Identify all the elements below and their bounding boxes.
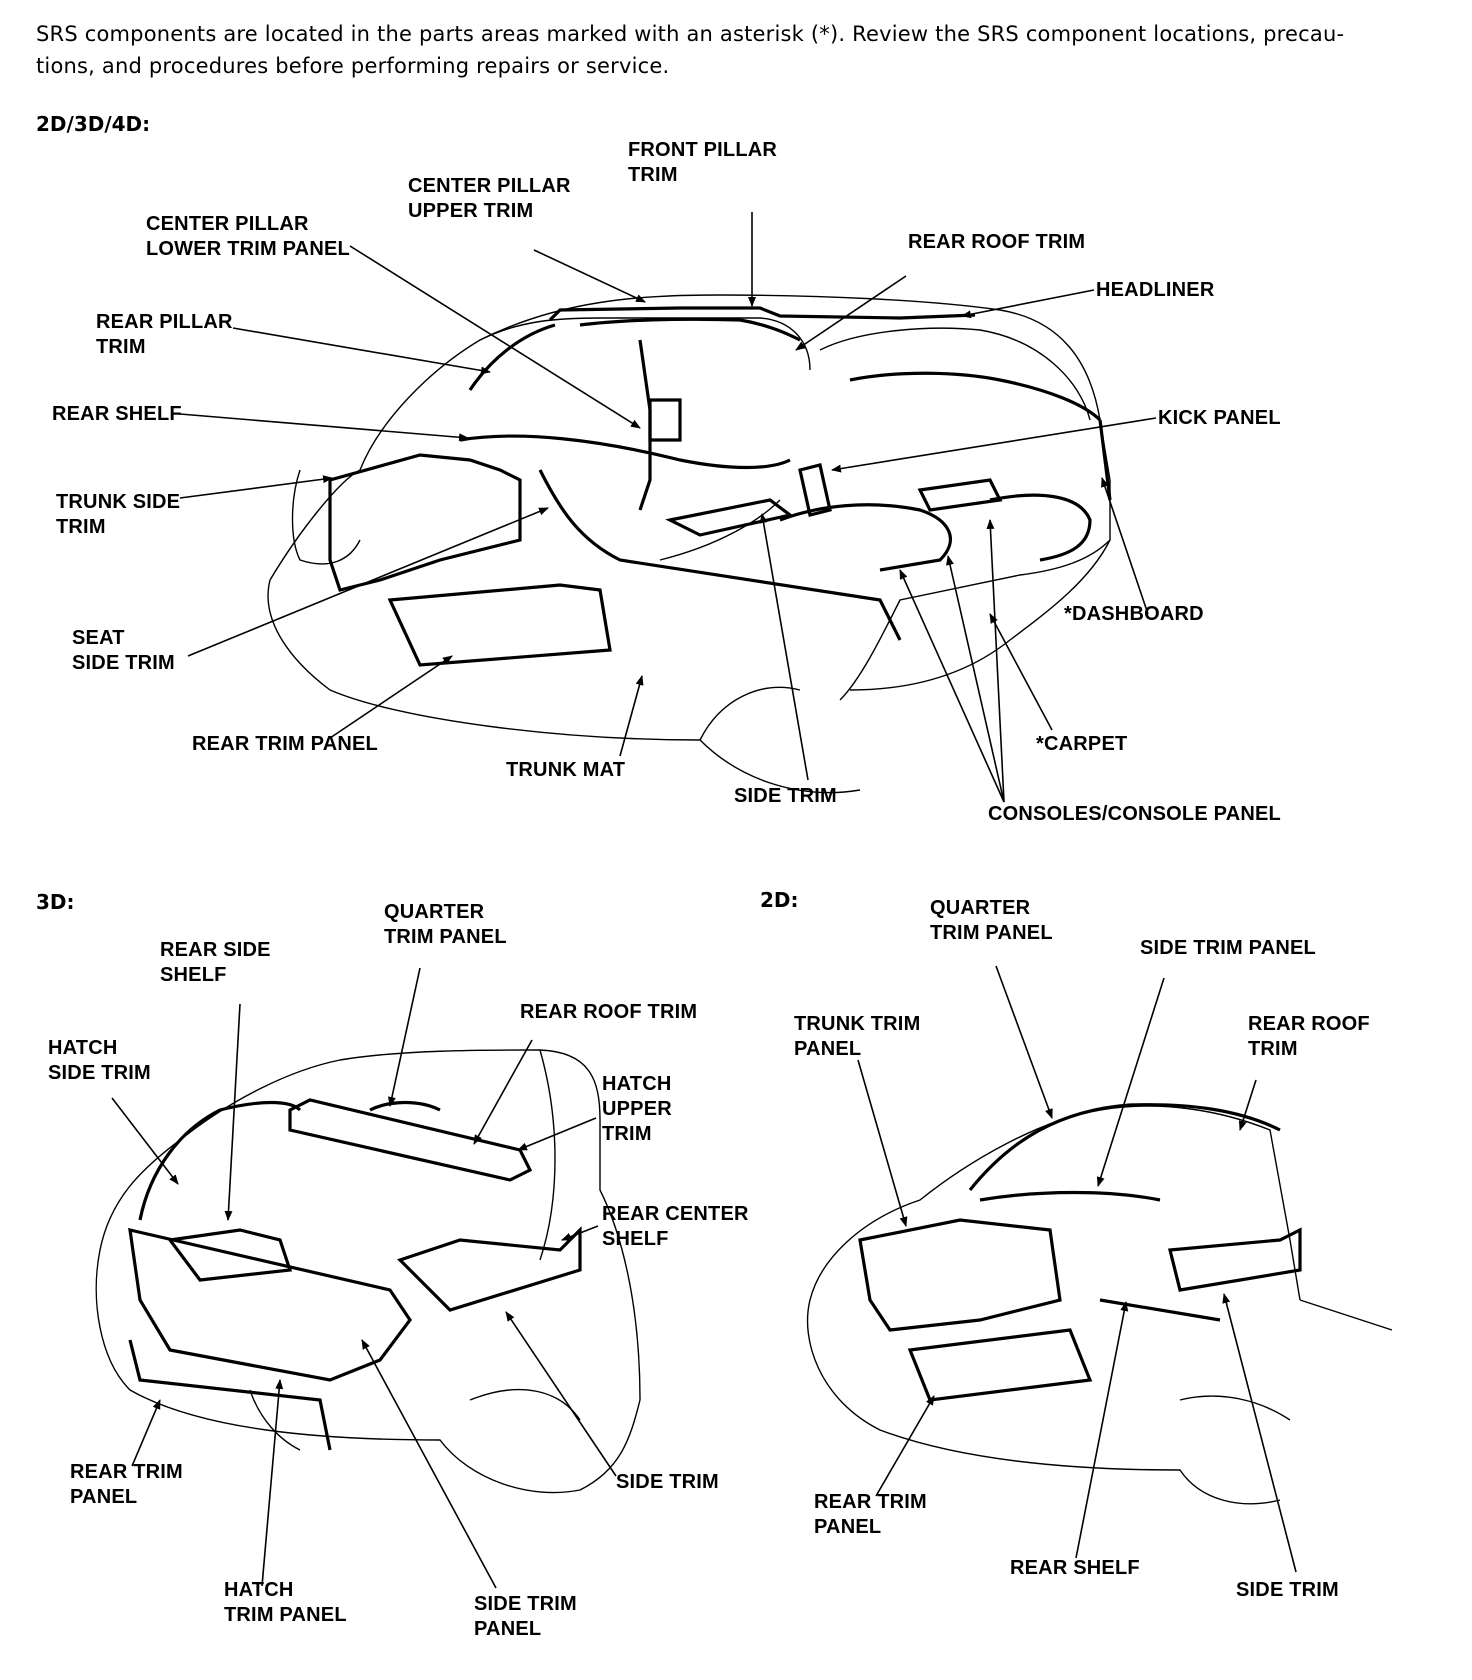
label-trunk-mat: TRUNK MAT	[506, 759, 626, 781]
two-door-trim-parts	[858, 1103, 1302, 1402]
intro-line-1: SRS components are located in the parts …	[36, 22, 1345, 46]
intro-paragraph: SRS components are located in the parts …	[36, 18, 1416, 82]
label-2d-side-trim: SIDE TRIM	[1236, 1579, 1339, 1601]
three-door-car-outline	[95, 1049, 641, 1494]
main-leader-lines	[179, 212, 1157, 803]
label-carpet: *CARPET	[1036, 733, 1128, 755]
three-door-leader-lines	[111, 967, 617, 1589]
two-door-car-outline	[806, 1105, 1393, 1505]
label-rear-trim-panel-main: REAR TRIM PANEL	[192, 733, 378, 755]
three-door-trim-parts	[128, 1098, 582, 1451]
label-rear-shelf-main: REAR SHELF	[52, 403, 182, 425]
label-headliner: HEADLINER	[1096, 279, 1215, 301]
three-door-section-heading: 3D:	[36, 890, 75, 914]
label-side-trim-main: SIDE TRIM	[734, 785, 837, 807]
main-car-outline	[267, 294, 1111, 794]
label-3d-side-trim: SIDE TRIM	[616, 1471, 719, 1493]
intro-line-2: tions, and procedures before performing …	[36, 54, 670, 78]
main-section-heading: 2D/3D/4D:	[36, 112, 151, 136]
label-rear-roof-trim-main: REAR ROOF TRIM	[908, 231, 1086, 253]
two-door-leader-lines	[857, 965, 1297, 1573]
label-2d-side-trim-panel: SIDE TRIM PANEL	[1140, 937, 1316, 959]
label-kick-panel: KICK PANEL	[1158, 407, 1281, 429]
label-2d-rear-shelf: REAR SHELF	[1010, 1557, 1140, 1579]
two-door-section-heading: 2D:	[760, 888, 799, 912]
label-dashboard: *DASHBOARD	[1064, 603, 1204, 625]
label-consoles-console-panel: CONSOLES/CONSOLE PANEL	[988, 803, 1281, 825]
label-3d-rear-roof-trim: REAR ROOF TRIM	[520, 1001, 698, 1023]
main-trim-parts	[328, 306, 1112, 667]
